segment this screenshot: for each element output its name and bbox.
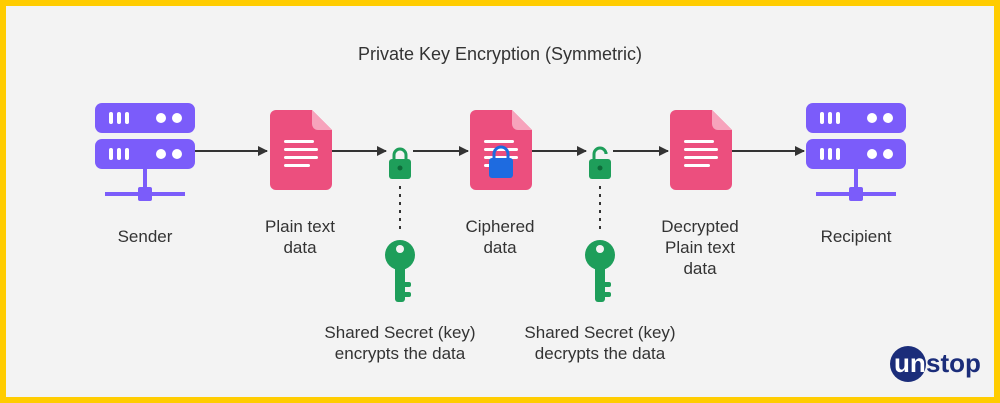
plain-text-label-line-1: Plain text (265, 217, 335, 236)
decrypted-label-line-1: Decrypted (661, 217, 739, 236)
decrypted-label-line-3: data (683, 259, 717, 278)
blue-lock-icon (489, 145, 513, 178)
decrypt-key-label-line-1: Shared Secret (key) (524, 323, 676, 342)
logo-prefix: un (894, 348, 926, 378)
decrypt-key-icon (585, 240, 615, 302)
unstop-logo: un stop (890, 346, 981, 382)
decrypt-key-label: Shared Secret (key) decrypts the data (500, 322, 700, 364)
recipient-label: Recipient (820, 227, 892, 246)
encrypt-key-label-line-2: encrypts the data (334, 344, 466, 363)
ciphered-label-line-2: data (483, 238, 517, 257)
ciphered-label: Ciphered data (440, 216, 560, 258)
key-connectors (399, 186, 601, 234)
open-lock-icon (589, 146, 611, 179)
logo-suffix: stop (926, 348, 981, 378)
diagram-title: Private Key Encryption (Symmetric) (357, 44, 643, 64)
plain-text-label-line-2: data (283, 238, 317, 257)
ciphered-label-line-1: Ciphered (465, 217, 535, 236)
encrypt-key-label: Shared Secret (key) encrypts the data (300, 322, 500, 364)
sender-server-icon (95, 103, 195, 201)
closed-lock-icon (389, 147, 411, 179)
encrypt-key-label-line-1: Shared Secret (key) (324, 323, 476, 342)
decrypted-label: Decrypted Plain text data (640, 216, 760, 279)
plain-text-label: Plain text data (240, 216, 360, 258)
sender-label: Sender (117, 227, 173, 246)
logo-circle (890, 346, 926, 382)
decrypt-key-label-line-2: decrypts the data (534, 344, 666, 363)
encrypt-key-icon (385, 240, 415, 302)
plain-document-icon (270, 110, 332, 190)
decrypted-label-line-2: Plain text (665, 238, 735, 257)
recipient-server-icon (806, 103, 906, 201)
decrypted-document-icon (670, 110, 732, 190)
